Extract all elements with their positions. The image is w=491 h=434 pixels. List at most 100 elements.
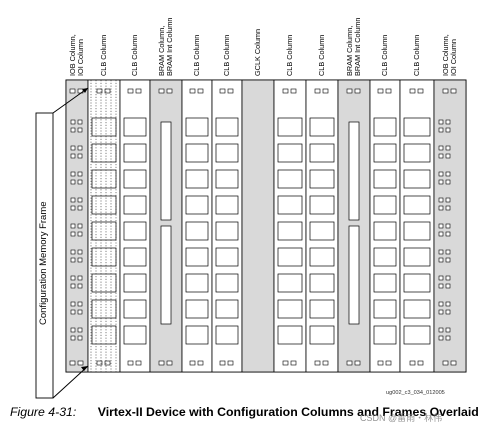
clb-tile bbox=[403, 117, 431, 137]
clb-tile bbox=[123, 299, 147, 319]
clb-tile bbox=[185, 325, 209, 345]
arrow-head bbox=[82, 88, 88, 93]
clb-tile bbox=[373, 247, 397, 267]
connector-square bbox=[346, 360, 353, 366]
clb-tile bbox=[373, 299, 397, 319]
clb-tile bbox=[309, 299, 335, 319]
iob-pad bbox=[77, 335, 83, 341]
frame-layer bbox=[35, 80, 117, 399]
iob-pad bbox=[70, 171, 76, 177]
column-iob bbox=[433, 79, 467, 373]
iob-pad bbox=[70, 309, 76, 315]
iob-pad bbox=[438, 145, 444, 151]
iob-pad bbox=[77, 179, 83, 185]
clb-tile bbox=[215, 325, 239, 345]
arrow-head bbox=[81, 366, 88, 371]
connector-square bbox=[189, 88, 196, 94]
clb-tile bbox=[373, 143, 397, 163]
connector-square bbox=[346, 88, 353, 94]
connector-square bbox=[354, 88, 361, 94]
column-clb bbox=[399, 79, 435, 373]
column-clb bbox=[211, 79, 243, 373]
iob-pad bbox=[438, 283, 444, 289]
clb-tile bbox=[185, 195, 209, 215]
clb-tile bbox=[277, 117, 303, 137]
column-label: CLB Column bbox=[317, 34, 326, 76]
clb-tile bbox=[185, 143, 209, 163]
iob-pad bbox=[445, 301, 451, 307]
column-label: CLB Column bbox=[285, 34, 294, 76]
clb-tile bbox=[277, 169, 303, 189]
connector-square bbox=[322, 360, 329, 366]
clb-tile bbox=[403, 299, 431, 319]
clb-tile bbox=[123, 195, 147, 215]
clb-tile bbox=[215, 247, 239, 267]
iob-pad bbox=[70, 119, 76, 125]
clb-tile bbox=[309, 143, 335, 163]
clb-tile bbox=[277, 325, 303, 345]
column-clb bbox=[273, 79, 307, 373]
connector-square bbox=[189, 360, 196, 366]
clb-tile bbox=[403, 247, 431, 267]
connector-square bbox=[135, 360, 142, 366]
iob-pad bbox=[445, 153, 451, 159]
caption-number: Figure 4-31: bbox=[10, 405, 77, 419]
clb-tile bbox=[123, 169, 147, 189]
column-clb bbox=[119, 79, 151, 373]
clb-tile bbox=[373, 273, 397, 293]
connector-square bbox=[158, 88, 165, 94]
clb-tile bbox=[123, 273, 147, 293]
clb-tile bbox=[91, 325, 117, 345]
iob-pad bbox=[438, 301, 444, 307]
bram-block bbox=[160, 225, 172, 325]
connector-square bbox=[158, 360, 165, 366]
iob-pad bbox=[70, 223, 76, 229]
clb-tile bbox=[185, 299, 209, 319]
clb-tile bbox=[185, 117, 209, 137]
clb-tile bbox=[91, 247, 117, 267]
column-label: CLB Column bbox=[222, 34, 231, 76]
iob-pad bbox=[438, 309, 444, 315]
iob-pad bbox=[77, 119, 83, 125]
connector-square bbox=[314, 360, 321, 366]
clb-tile bbox=[277, 143, 303, 163]
clb-tile bbox=[373, 325, 397, 345]
clb-tile bbox=[185, 247, 209, 267]
connector-square bbox=[417, 88, 424, 94]
iob-pad bbox=[438, 127, 444, 133]
iob-pad bbox=[77, 197, 83, 203]
iob-pad bbox=[445, 257, 451, 263]
iob-pad bbox=[445, 119, 451, 125]
iob-pad bbox=[445, 275, 451, 281]
clb-tile bbox=[403, 195, 431, 215]
clb-tile bbox=[309, 273, 335, 293]
iob-pad bbox=[70, 335, 76, 341]
iob-pad bbox=[77, 301, 83, 307]
iob-pad bbox=[438, 327, 444, 333]
iob-pad bbox=[77, 223, 83, 229]
connector-square bbox=[219, 88, 226, 94]
iob-pad bbox=[438, 197, 444, 203]
iob-pad bbox=[77, 283, 83, 289]
connector-square bbox=[69, 88, 76, 94]
clb-tile bbox=[123, 325, 147, 345]
frame-pointer-bottom bbox=[52, 365, 89, 399]
clb-tile bbox=[215, 195, 239, 215]
clb-tile bbox=[215, 169, 239, 189]
connector-square bbox=[450, 360, 457, 366]
watermark: CSDN @雷雨・林伟 bbox=[360, 413, 443, 423]
bram-block bbox=[160, 121, 172, 221]
column-label: IOI Column bbox=[449, 39, 458, 76]
connector-square bbox=[290, 88, 297, 94]
clb-tile bbox=[215, 143, 239, 163]
iob-pad bbox=[70, 249, 76, 255]
clb-tile bbox=[309, 195, 335, 215]
column-label: CLB Column bbox=[380, 34, 389, 76]
iob-pad bbox=[438, 171, 444, 177]
column-bram bbox=[149, 79, 183, 373]
connector-square bbox=[314, 88, 321, 94]
clb-tile bbox=[373, 117, 397, 137]
column-label: CLB Column bbox=[412, 34, 421, 76]
